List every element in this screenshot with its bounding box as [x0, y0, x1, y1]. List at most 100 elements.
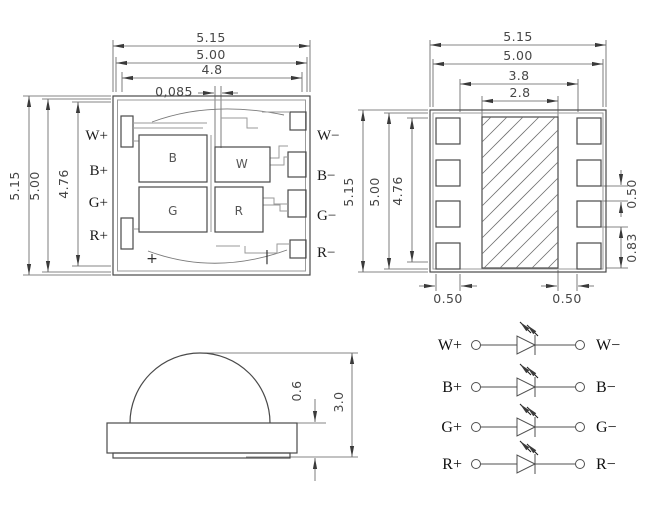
die-label-white: W — [236, 157, 248, 171]
emission-arrow — [526, 406, 539, 419]
dim-label-height-body: 5.00 — [27, 171, 42, 200]
bv-thermal-pad-hatching — [481, 116, 559, 269]
package-base — [106, 422, 298, 454]
top-view: 5.15 5.00 4.8 0,085 5.15 5.00 4.76 — [7, 30, 340, 276]
terminal-circle — [471, 382, 481, 392]
die-red — [214, 186, 264, 233]
bv-pad-right-1 — [576, 117, 602, 145]
pin-label-b-minus: B− — [317, 168, 335, 184]
bottom-view-dimension-labels: 5.15 5.00 3.8 2.8 5.15 5.00 4.76 0.50 0.… — [341, 29, 639, 306]
dim-label-bv-width-outer: 5.15 — [503, 29, 532, 44]
top-view-package: B W G R + | — [112, 95, 311, 276]
dim-label-width-body: 5.00 — [196, 47, 225, 62]
pin-label-g-minus: G− — [317, 208, 336, 224]
die-label-blue: B — [169, 151, 178, 165]
anode-label: B+ — [442, 379, 462, 396]
side-view-package — [106, 352, 298, 459]
led-circuit-row-g: G+ G− — [441, 403, 617, 437]
anode-label: R+ — [442, 456, 462, 473]
bv-pad-right-3 — [576, 200, 602, 228]
bv-thermal-pad — [481, 116, 559, 269]
bond-pad-left-top — [120, 115, 134, 148]
terminal-circle — [471, 422, 481, 432]
package-inner-outline — [117, 99, 306, 272]
led-circuit-row-w: W+ W− — [438, 321, 620, 355]
terminal-circle — [471, 340, 481, 350]
bv-package-outline — [429, 109, 607, 273]
bottom-view-package — [429, 109, 607, 273]
pin-label-r-plus: R+ — [90, 228, 108, 244]
polarity-plus-mark: + — [146, 251, 158, 267]
anode-label: G+ — [441, 419, 462, 436]
side-view: 0.6 3.0 — [106, 352, 358, 481]
bv-pad-left-3 — [435, 200, 461, 228]
bottom-view-dimension-lines — [358, 40, 628, 291]
pin-label-g-plus: G+ — [89, 195, 108, 211]
dim-label-bv-height-body: 5.00 — [367, 177, 382, 206]
bond-pad-left-bottom — [120, 217, 134, 250]
package-outline — [112, 95, 311, 276]
pin-label-w-minus: W− — [317, 128, 340, 144]
dim-label-total-height: 3.0 — [331, 391, 346, 412]
led-triangle — [516, 417, 537, 437]
polarity-minus-mark: | — [265, 249, 270, 265]
emission-arrow — [526, 324, 539, 337]
bond-pad-right-4 — [289, 239, 307, 259]
package-bottom-strip — [112, 452, 291, 459]
dim-label-bv-height-inner: 4.76 — [390, 176, 405, 205]
bottom-view: 5.15 5.00 3.8 2.8 5.15 5.00 4.76 0.50 0.… — [341, 29, 639, 306]
top-view-dimension-lines — [23, 40, 311, 276]
bv-pad-right-4 — [576, 242, 602, 270]
bond-pad-right-3 — [287, 189, 307, 218]
lens-edge-arc-bottom — [147, 249, 288, 264]
anode-label: W+ — [438, 337, 462, 354]
lens-edge-arc-top — [151, 108, 285, 123]
top-view-dimension-labels: 5.15 5.00 4.8 0,085 5.15 5.00 4.76 — [7, 30, 225, 201]
die-label-red: R — [235, 204, 244, 218]
die-green — [138, 186, 208, 233]
bond-pad-right-1 — [289, 111, 307, 131]
terminal-circle — [575, 422, 585, 432]
side-view-dimension-lines — [202, 352, 358, 481]
dim-label-bv-pad-span: 3.8 — [508, 68, 529, 83]
terminal-circle — [575, 382, 585, 392]
dim-label-gap: 0,085 — [155, 84, 193, 99]
die-white — [214, 146, 271, 183]
dim-label-bv-pad-width-left: 0.50 — [433, 291, 462, 306]
pin-label-w-plus: W+ — [85, 128, 108, 144]
pin-label-b-plus: B+ — [90, 163, 108, 179]
bv-pad-left-4 — [435, 242, 461, 270]
die-blue — [138, 134, 208, 183]
led-circuit-row-r: R+ R− — [442, 440, 616, 474]
cathode-label: B− — [596, 379, 616, 396]
dim-label-width-outer: 5.15 — [196, 30, 225, 45]
cathode-label: R− — [596, 456, 616, 473]
metal-traces — [133, 111, 290, 254]
emission-arrow — [526, 366, 539, 379]
dim-label-height-inner: 4.76 — [56, 169, 71, 198]
led-circuit-row-b: B+ B− — [442, 363, 616, 397]
bond-pad-right-2 — [287, 151, 307, 178]
led-triangle — [516, 454, 537, 474]
terminal-circle — [575, 459, 585, 469]
bv-pad-left-1 — [435, 117, 461, 145]
led-triangle — [516, 335, 537, 355]
terminal-circle — [471, 459, 481, 469]
pin-label-r-minus: R− — [317, 245, 335, 261]
lens-dome — [129, 352, 271, 424]
dim-label-bv-pad-width-right: 0.50 — [552, 291, 581, 306]
circuit-diagram: W+ W− B+ B− G+ — [438, 321, 620, 474]
side-view-dimension-labels: 0.6 3.0 — [289, 380, 346, 412]
terminal-circle — [575, 340, 585, 350]
die-label-green: G — [168, 204, 178, 218]
dim-label-bv-slug-width: 2.8 — [509, 85, 530, 100]
dim-label-bv-pad-bottom: 0.83 — [624, 233, 639, 262]
bv-pad-right-2 — [576, 159, 602, 187]
dim-label-height-outer: 5.15 — [7, 171, 22, 200]
cathode-label: W− — [596, 337, 620, 354]
cathode-label: G− — [596, 419, 617, 436]
dim-label-bv-pad-gap: 0.50 — [624, 179, 639, 208]
bv-package-inner-outline — [432, 112, 604, 270]
